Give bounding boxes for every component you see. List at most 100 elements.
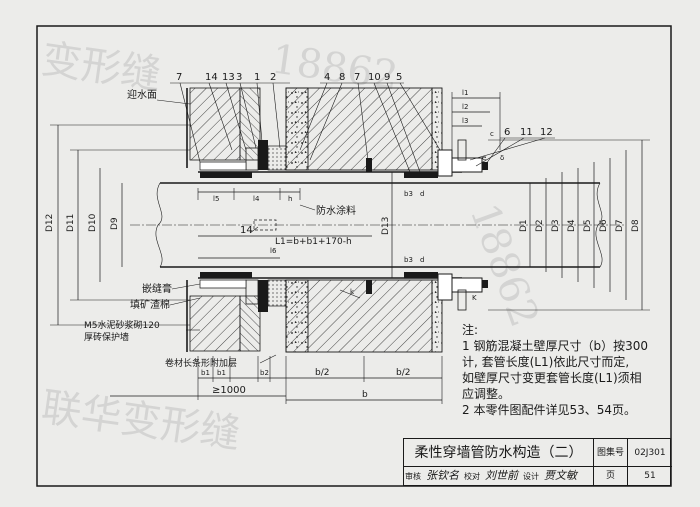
dim-D5: D5 <box>583 219 593 232</box>
note-1-line-3: 如壁厚尺寸变更套管长度(L1)须相 <box>462 371 642 385</box>
review-label: 审核 <box>405 472 421 481</box>
dim-b: b <box>362 390 368 400</box>
protective-wall-lower <box>186 280 261 352</box>
protective-wall-upper <box>186 87 261 168</box>
part-13: 13 <box>222 72 235 83</box>
part-10: 10 <box>368 72 381 83</box>
dim-K: K <box>472 294 477 302</box>
check-label: 校对 <box>464 472 480 481</box>
casing-pipe <box>198 139 488 311</box>
label-membrane-strip: 卷材长条形附加层 <box>165 357 237 369</box>
dim-l5: l5 <box>213 195 219 203</box>
dim-l2: l2 <box>462 103 468 111</box>
atlas-number: 02J301 <box>628 439 672 467</box>
part-14-lower: 14 <box>240 225 253 236</box>
drawing-frame <box>36 25 672 487</box>
dim-D9: D9 <box>110 217 120 230</box>
dim-c: c <box>490 130 494 138</box>
part-12: 12 <box>540 127 553 138</box>
concrete-wall-upper <box>285 87 443 171</box>
part-11: 11 <box>520 127 533 138</box>
part-leaders-mid: 4 8 7 10 9 5 <box>299 72 441 173</box>
dim-h: h <box>288 195 292 203</box>
dim-l4: l4 <box>253 195 260 203</box>
note-1-line-2: 计, 套管长度(L1)依此尺寸而定, <box>462 355 630 369</box>
dim-b3-lower: b3 <box>404 256 413 264</box>
label-protective-wall-2: 厚砖保护墙 <box>84 331 129 343</box>
left-annotations: 迎水面 嵌缝膏 填矿渣棉 M5水泥砂浆砌120 厚砖保护墙 卷材长条形附加层 <box>84 89 277 369</box>
dim-D10: D10 <box>88 213 98 232</box>
dim-b1-b: b1 <box>217 369 226 377</box>
part-7-left: 7 <box>176 72 182 83</box>
signature-row: 审核张钦名校对刘世前设计贾文敏 <box>404 467 594 485</box>
label-slag-wool: 填矿渣棉 <box>130 298 170 311</box>
label-water-face: 迎水面 <box>127 89 157 101</box>
part-6: 6 <box>504 127 510 138</box>
center-diameter-dimension: D13 <box>381 172 393 278</box>
review-signature: 张钦名 <box>426 469 459 482</box>
page-label: 页 <box>594 467 628 485</box>
dim-k: k <box>350 288 355 296</box>
bottom-dimension-chain: b1 b1 b2 b/2 b/2 b ≥1000 <box>110 356 443 404</box>
dim-b1-a: b1 <box>201 369 210 377</box>
right-diameter-dimensions: D1 D2 D3 D4 D5 D6 D7 D8 <box>488 139 650 311</box>
right-length-dimensions: l1 l2 l3 c e δ K <box>451 89 504 302</box>
note-2: 2 本零件图配件详见53、54页。 <box>462 403 636 417</box>
dim-D11: D11 <box>66 214 76 232</box>
check-signature: 刘世前 <box>485 469 518 482</box>
dim-D2: D2 <box>535 219 545 232</box>
note-1-line-4: 应调整。 <box>462 387 511 401</box>
bottom-pipe-dims: l6 k b3 d <box>198 247 424 299</box>
dim-d-upper: d <box>420 190 424 198</box>
notes-heading: 注: <box>462 323 479 337</box>
part-14: 14 <box>205 72 218 83</box>
part-5: 5 <box>396 72 402 83</box>
label-sealant: 嵌缝膏 <box>142 282 172 295</box>
label-waterproof-coating: 防水涂料 <box>316 204 356 217</box>
dim-b2: b2 <box>260 369 269 377</box>
dim-D8: D8 <box>631 219 641 232</box>
length-L1-dimension: L1=b+b1+170-h 14 <box>198 219 372 247</box>
dim-D3: D3 <box>551 219 561 232</box>
dim-b-half-right: b/2 <box>396 368 410 378</box>
label-L1-formula: L1=b+b1+170-h <box>275 237 352 247</box>
atlas-label: 图集号 <box>594 439 628 467</box>
part-leaders-right: 6 11 12 <box>469 127 555 167</box>
dim-l6: l6 <box>270 247 277 255</box>
dim-D4: D4 <box>567 219 577 232</box>
label-min-length: ≥1000 <box>212 385 246 396</box>
page-number: 51 <box>644 471 656 481</box>
dim-l3: l3 <box>462 117 468 125</box>
dim-D1: D1 <box>519 219 529 232</box>
carrier-pipe <box>130 182 625 268</box>
part-9: 9 <box>384 72 390 83</box>
part-8: 8 <box>339 72 345 83</box>
left-diameter-dimensions: D12 D11 D10 D9 <box>45 124 190 326</box>
title-block: 柔性穿墙管防水构造（二） 图集号 02J301 审核张钦名校对刘世前设计贾文敏 … <box>403 438 672 486</box>
design-signature: 贾文敏 <box>544 469 577 482</box>
dim-e: e <box>482 154 486 162</box>
dim-D7: D7 <box>615 219 625 232</box>
dim-D13: D13 <box>381 217 391 235</box>
part-2: 2 <box>270 72 276 83</box>
dim-D6: D6 <box>599 219 609 232</box>
design-label: 设计 <box>523 472 539 481</box>
notes-block: 注: 1 钢筋混凝土壁厚尺寸（b）按300 计, 套管长度(L1)依此尺寸而定,… <box>462 322 662 418</box>
label-protective-wall-1: M5水泥砂浆砌120 <box>84 319 160 331</box>
flange-assembly-upper <box>199 140 372 172</box>
part-7-mid: 7 <box>354 72 360 83</box>
dim-l1: l1 <box>462 89 468 97</box>
top-pipe-dims: l5 l4 h 防水涂料 b3 d <box>197 188 424 217</box>
part-4: 4 <box>324 72 330 83</box>
dim-b3: b3 <box>404 190 413 198</box>
part-1: 1 <box>254 72 260 83</box>
dim-D12: D12 <box>45 214 55 232</box>
drawing-title: 柔性穿墙管防水构造（二） <box>404 439 594 467</box>
note-1-line-1: 1 钢筋混凝土壁厚尺寸（b）按300 <box>462 339 648 353</box>
part-leaders-left: 7 14 13 3 1 2 <box>170 72 290 163</box>
part-3: 3 <box>236 72 242 83</box>
flange-assembly-lower <box>199 279 372 312</box>
dim-d-lower: d <box>420 256 424 264</box>
dim-b-half-left: b/2 <box>315 368 329 378</box>
